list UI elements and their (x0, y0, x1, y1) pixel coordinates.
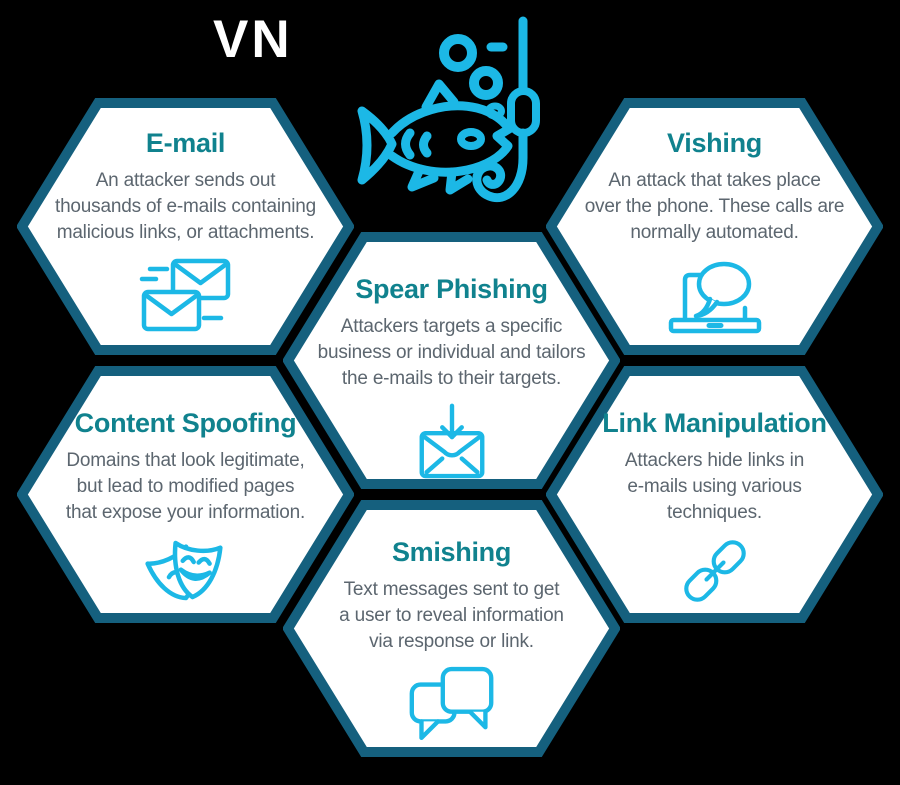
fish-bottom-fin-2 (445, 167, 473, 195)
fish-body (387, 101, 514, 177)
laptop-chat-bubble-icon (665, 254, 765, 338)
hexagon-spear-phishing: Spear Phishing Attackers targets a speci… (283, 231, 620, 490)
fish-gill-mark-1 (401, 128, 415, 160)
hexagon-title-content-spoofing: Content Spoofing (74, 408, 297, 438)
hexagon-shape (17, 98, 354, 355)
bubble-large (439, 34, 477, 72)
hexagon-shape (17, 366, 354, 623)
hexagon-body-vishing: An attack that takes place over the phon… (584, 170, 845, 243)
hexagon-shape (283, 232, 620, 489)
hexagon-title-link-manipulation: Link Manipulation (602, 408, 827, 438)
bubble-medium (469, 66, 503, 100)
fish-gill-mark-2 (419, 131, 432, 158)
chat-bubbles-icon (406, 663, 498, 743)
hexagon-vishing: Vishing An attack that takes place over … (546, 97, 883, 356)
hexagon-body-content-spoofing: Domains that look legitimate, but lead t… (65, 450, 306, 523)
hexagon-title-smishing: Smishing (391, 537, 512, 567)
hexagon-body-email: An attacker sends out thousands of e-mai… (54, 170, 316, 243)
hexagon-link-manipulation: Link Manipulation Attackers hide links i… (546, 365, 883, 624)
hexagon-body-smishing: Text messages sent to get a user to reve… (339, 579, 564, 652)
hexagon-shape (546, 98, 883, 355)
fish-bottom-fin-1 (407, 164, 439, 192)
fish-and-hook-icon (350, 15, 565, 210)
hexagon-body-spear-phishing: Attackers targets a specific business or… (317, 316, 586, 389)
theater-masks-icon (138, 534, 233, 622)
hexagon-smishing: Smishing Text messages sent to get a use… (283, 499, 620, 758)
hexagon-content-spoofing: Content Spoofing Domains that look legit… (17, 365, 354, 624)
speeding-envelopes-icon (136, 254, 236, 338)
swivel (507, 87, 540, 137)
envelope-incoming-arrow-icon (407, 400, 497, 480)
fish-eye (457, 128, 485, 150)
fish-top-fin (421, 79, 459, 112)
hexagon-shape (283, 500, 620, 757)
vn-logo: VN (213, 10, 293, 69)
hexagon-shape (546, 366, 883, 623)
chain-link-icon (679, 534, 751, 608)
hexagon-title-vishing: Vishing (667, 128, 762, 158)
hexagon-title-spear-phishing: Spear Phishing (355, 274, 548, 304)
hexagon-email: E-mail An attacker sends out thousands o… (17, 97, 354, 356)
hexagon-body-link-manipulation: Attackers hide links in e-mails using va… (624, 450, 805, 523)
hexagon-title-email: E-mail (145, 128, 226, 158)
fish-tail (357, 106, 397, 185)
